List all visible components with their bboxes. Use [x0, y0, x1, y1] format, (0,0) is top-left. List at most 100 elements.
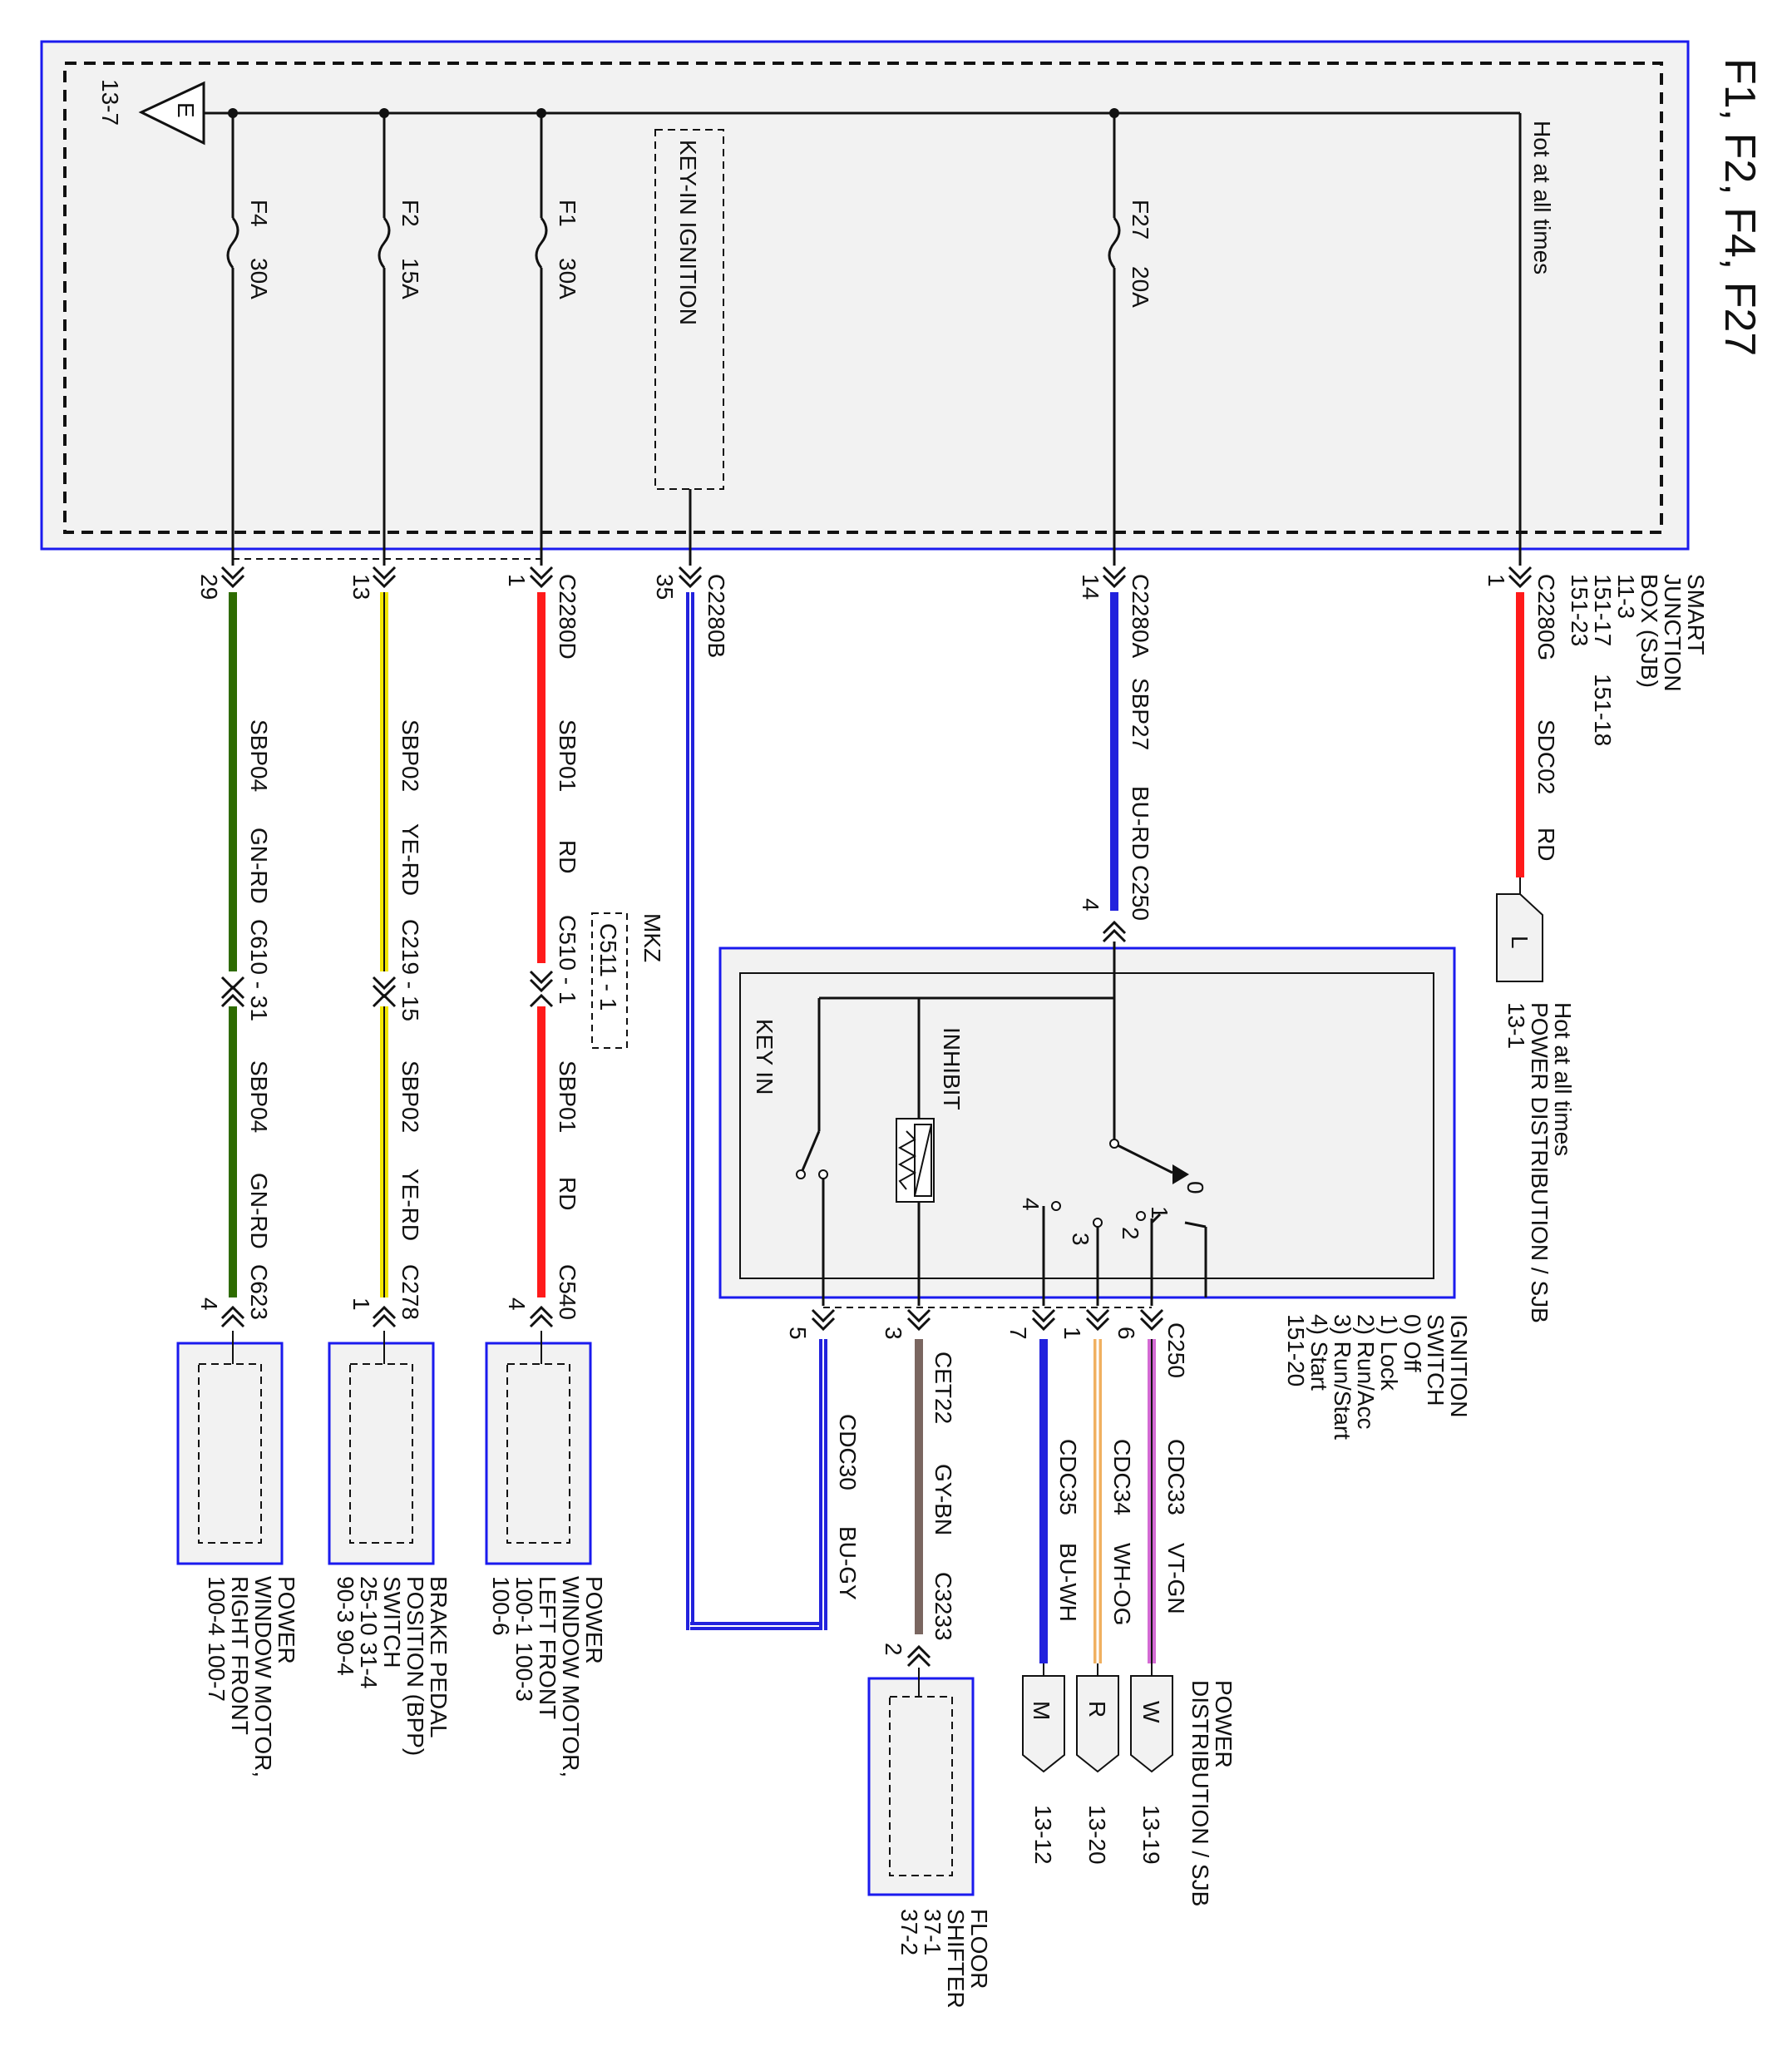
svg-text:151-23: 151-23: [1567, 574, 1592, 646]
fuse-name: F1: [555, 200, 580, 227]
sbp04-inline: C610 - 31: [246, 919, 272, 1021]
cdc33-ref: 13-19: [1138, 1805, 1164, 1865]
cdc33-circuit: CDC33: [1163, 1439, 1189, 1515]
sbp02-inline: C219 - 15: [397, 919, 423, 1021]
mkz-label: MKZ: [639, 913, 665, 962]
sbp27-pin2: 4: [1078, 898, 1103, 912]
svg-text:2) Run/Acc: 2) Run/Acc: [1353, 1314, 1379, 1430]
sbp01-end-pin: 4: [504, 1297, 530, 1311]
c2280b-connector: C2280B: [703, 574, 729, 658]
sbp27-connector: C2280A: [1128, 574, 1153, 659]
mkz-inline: C511 - 1: [595, 923, 621, 1011]
sbp04-end-pin: 4: [196, 1297, 222, 1311]
sbp27-circuit: SBP27: [1128, 678, 1153, 750]
fuse-rating: 30A: [555, 258, 580, 299]
sbp02-circuit-2: SBP02: [397, 1060, 423, 1133]
sbp01-color-2: RD: [555, 1177, 580, 1210]
floor-shifter-box: [867, 1677, 975, 1896]
sbp01-circuit-2: SBP01: [555, 1060, 580, 1133]
sbp01-connector: C2280D: [555, 574, 580, 660]
svg-text:100-1 100-3: 100-1 100-3: [511, 1576, 537, 1702]
svg-text:1) Lock: 1) Lock: [1376, 1314, 1402, 1391]
svg-text:151-17: 151-17: [1590, 574, 1616, 646]
svg-text:POSITION (BPP): POSITION (BPP): [402, 1576, 428, 1756]
svg-text:11-3: 11-3: [1613, 574, 1639, 619]
inhibit-label: INHIBIT: [939, 1027, 965, 1110]
ignition-switch-internal: [799, 942, 1207, 1306]
fuse-name: F27: [1128, 200, 1153, 240]
cdc35-pin: 7: [1005, 1327, 1031, 1340]
cet22-end-pin: 2: [881, 1643, 906, 1656]
cdc34-circuit: CDC34: [1109, 1439, 1135, 1515]
chevron-icon: [372, 1305, 397, 1328]
sbp04-circuit: SBP04: [246, 719, 272, 792]
svg-text:37-2: 37-2: [896, 1909, 922, 1955]
switch-arrow-icon: [1172, 1164, 1189, 1184]
sbp02-color-2: YE-RD: [397, 1169, 423, 1241]
sbp27-color: BU-RD: [1128, 786, 1153, 860]
chevron-icon: [529, 1305, 554, 1328]
svg-text:SHIFTER: SHIFTER: [943, 1909, 969, 2009]
svg-text:FLOOR: FLOOR: [966, 1909, 992, 1989]
svg-text:BRAKE PEDAL: BRAKE PEDAL: [426, 1576, 452, 1738]
cdc30-color: BU-GY: [835, 1526, 861, 1600]
fuse-rating: 15A: [397, 258, 423, 299]
cet22-circuit: CET22: [931, 1352, 956, 1424]
chevron-icon: [220, 1305, 245, 1328]
cdc35-ref: 13-12: [1030, 1805, 1056, 1865]
sbp04-end-connector: C623: [246, 1264, 272, 1320]
svg-text:90-3 90-4: 90-3 90-4: [333, 1576, 358, 1676]
cdc30-circuit: CDC30: [835, 1414, 861, 1490]
bpp-switch-label: BRAKE PEDAL POSITION (BPP) SWITCH 25-10 …: [333, 1576, 452, 1756]
svg-text:3) Run/Start: 3) Run/Start: [1330, 1314, 1355, 1440]
sdc02-connector: C2280G: [1533, 574, 1559, 660]
sjb-box: [40, 40, 1690, 551]
fuse-rating: 20A: [1128, 266, 1153, 308]
sbp01-circuit: SBP01: [555, 719, 580, 792]
chevron-icon: [529, 993, 554, 1008]
svg-text:151-20: 151-20: [1283, 1314, 1309, 1386]
sbp02-end-connector: C278: [397, 1264, 423, 1320]
cdc33-color: VT-GN: [1163, 1543, 1189, 1614]
sbp01-inline: C510 - 1: [555, 915, 580, 1004]
switch-pos-1: 1: [1147, 1206, 1172, 1219]
fuse-rating: 30A: [246, 258, 272, 299]
connector-m-icon: [1022, 1675, 1065, 1773]
cdc34-ref: 13-20: [1084, 1805, 1110, 1865]
hot-at-all-times-label: Hot at all times: [1529, 121, 1555, 274]
sbp04-circuit-2: SBP04: [246, 1060, 272, 1133]
switch-pos-4: 4: [1018, 1198, 1044, 1211]
sbp04-color: GN-RD: [246, 828, 272, 904]
connector-l-icon: [1496, 893, 1543, 982]
floor-shifter-label: FLOOR SHIFTER 37-1 37-2: [896, 1909, 992, 2009]
svg-text:37-1: 37-1: [920, 1909, 945, 1955]
fuse-f27: F27 20A: [1108, 113, 1153, 566]
power-dist-l-hot: Hot at all times: [1550, 1002, 1576, 1156]
switch-pos-0: 0: [1182, 1181, 1208, 1194]
connector-w-icon: [1130, 1675, 1173, 1773]
svg-text:JUNCTION: JUNCTION: [1660, 574, 1686, 692]
pwm-right-box: [176, 1342, 284, 1565]
sbp01-end-connector: C540: [555, 1264, 580, 1320]
chevron-icon: [220, 985, 245, 1008]
ground-ref: 13-7: [97, 79, 123, 126]
svg-text:SWITCH: SWITCH: [1423, 1314, 1449, 1406]
connector-r-letter: R: [1084, 1701, 1110, 1718]
ignition-switch-label: IGNITION SWITCH 0) Off 1) Lock 2) Run/Ac…: [1283, 1314, 1472, 1440]
cdc35-circuit: CDC35: [1055, 1439, 1081, 1515]
power-dist-l-name: POWER DISTRIBUTION / SJB: [1527, 1002, 1553, 1323]
sbp04-pin: 29: [196, 574, 222, 600]
key-in-ignition-label: KEY-IN IGNITION: [675, 140, 701, 325]
svg-text:LEFT FRONT: LEFT FRONT: [535, 1576, 560, 1719]
sdc02-circuit: SDC02: [1533, 719, 1559, 794]
connector-l-letter: L: [1507, 936, 1533, 949]
fuse-name: F2: [397, 200, 423, 227]
svg-text:IGNITION: IGNITION: [1446, 1314, 1472, 1417]
pwm-left-box: [485, 1342, 592, 1565]
switch-pos-2: 2: [1118, 1227, 1143, 1240]
connector-m-letter: M: [1029, 1701, 1054, 1720]
svg-text:4) Start: 4) Start: [1306, 1314, 1332, 1391]
c250-label: C250: [1163, 1322, 1189, 1378]
power-dist-w-line1: POWER: [1211, 1680, 1237, 1768]
